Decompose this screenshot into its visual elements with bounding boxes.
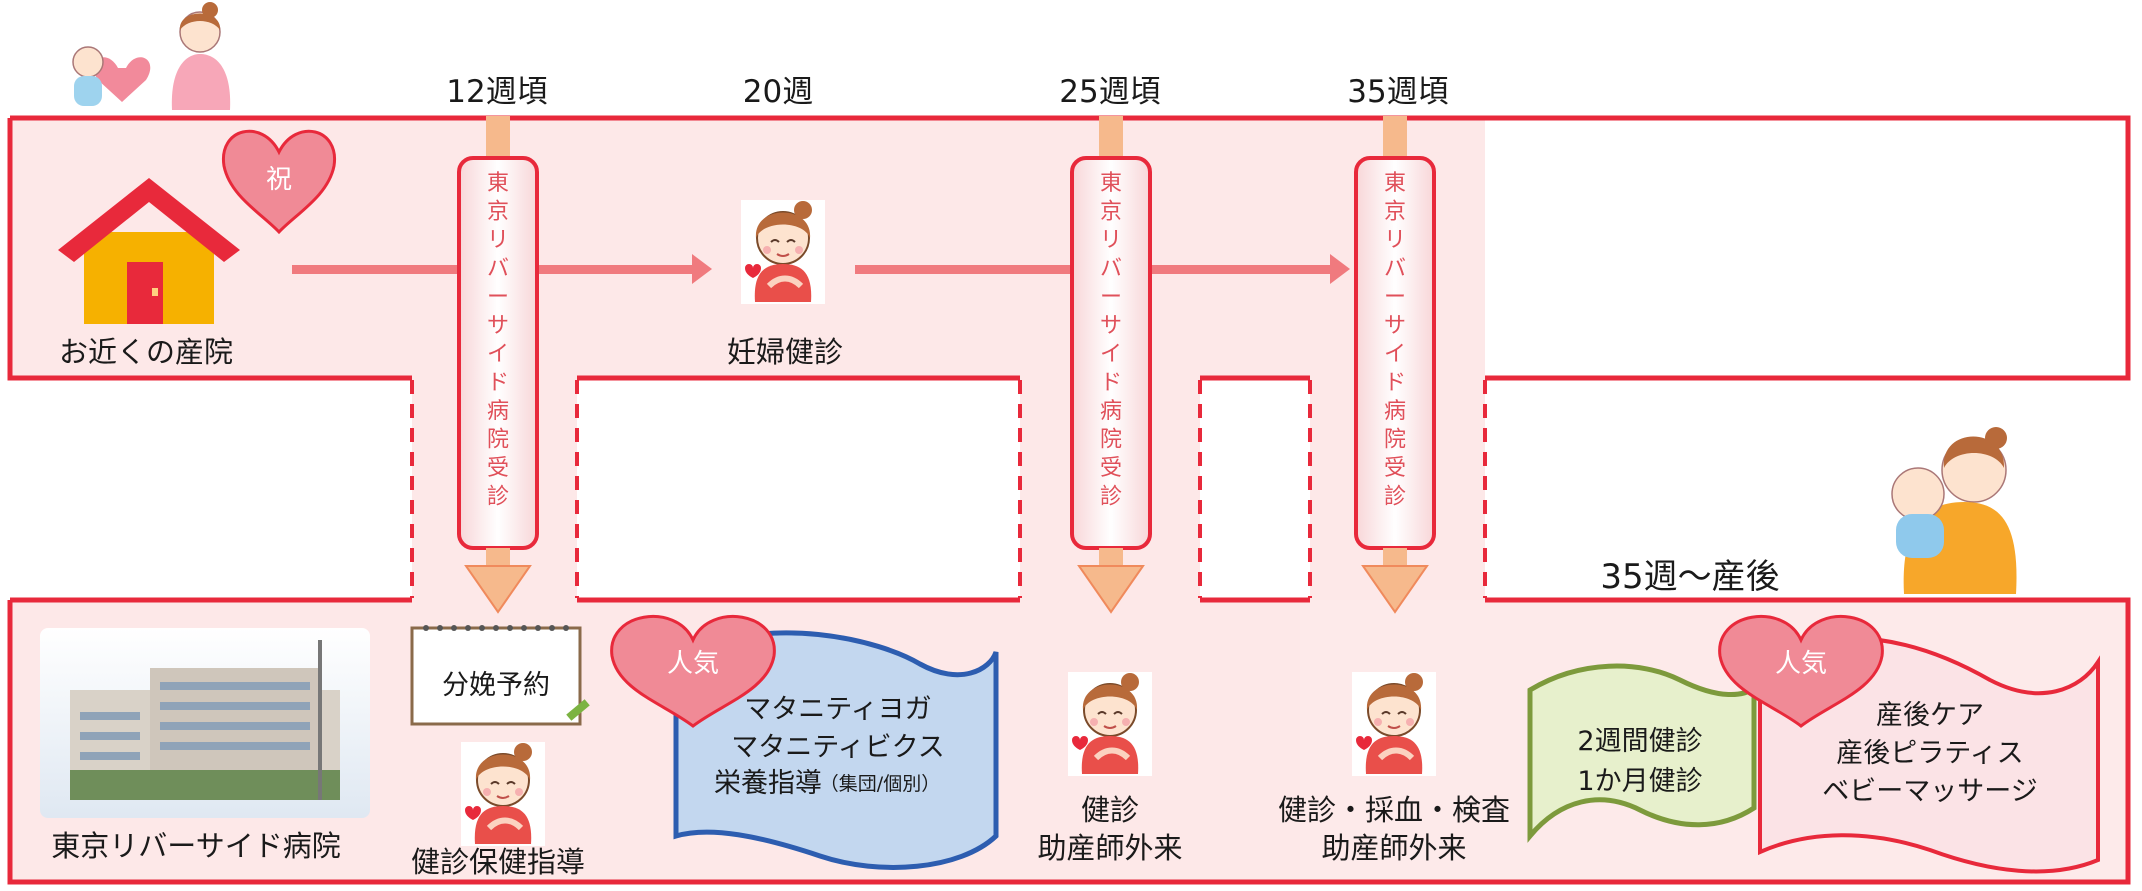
hospital-visit-arrow-12w: 東京リバーサイド病院受診 (457, 116, 539, 614)
week-20-label: 20週 (743, 74, 813, 110)
week-25-label: 25週頃 (1059, 74, 1160, 110)
class-line-3-note: （集団/個別） (820, 773, 940, 795)
class-line-2: マタニティビクス (731, 732, 945, 763)
postnatal-checkups-card: 2週間健診 1か月健診 (1527, 663, 1757, 843)
hospital-visit-arrow-25w: 東京リバーサイド病院受診 (1070, 116, 1152, 614)
popular-heart-badge-classes: 人気 (610, 615, 776, 728)
mother-holding-baby-illustration (1891, 427, 2017, 594)
hospital-visit-text-12w: 東京リバーサイド病院受診 (487, 171, 509, 510)
dashed-connectors (410, 380, 1487, 598)
popular-heart-badge-postcare: 人気 (1718, 615, 1884, 728)
clinic-label: お近くの産院 (59, 335, 233, 369)
postcare-line-3: ベビーマッサージ (1822, 776, 2037, 807)
checkup-woman-icon-35w (1352, 672, 1436, 776)
celebration-heart-badge: 祝 (221, 129, 337, 235)
house-icon (58, 178, 240, 324)
checkups-line-2: 1か月健診 (1577, 766, 1702, 797)
mother-baby-illustration (72, 2, 231, 110)
checkup-woman-icon-25w (1068, 672, 1152, 776)
postcare-line-1: 産後ケア (1876, 700, 1984, 731)
w35-caption-line-2: 助産師外来 (1321, 831, 1466, 865)
class-line-3: 栄養指導 (714, 768, 822, 799)
pregnancy-checkup-label: 妊婦健診 (727, 335, 843, 369)
postpartum-care-card: 産後ケア 産後ピラティス ベビーマッサージ (1758, 636, 2100, 874)
guidance-label: 健診保健指導 (411, 845, 585, 879)
hospital-visit-text-25w: 東京リバーサイド病院受診 (1100, 171, 1122, 510)
maternity-classes-card: マタニティヨガ マタニティビクス 栄養指導 （集団/個別） (673, 630, 999, 870)
hospital-visit-arrow-35w: 東京リバーサイド病院受診 (1354, 116, 1436, 614)
guidance-woman-icon (461, 742, 545, 846)
w35-caption-line-1: 健診・採血・検査 (1278, 793, 1510, 827)
postpartum-label: 35週～産後 (1600, 557, 1779, 597)
week-12-label: 12週頃 (446, 74, 547, 110)
bottom-row-border (7, 597, 2131, 885)
popular-badge-text-classes: 人気 (667, 649, 719, 679)
class-line-1: マタニティヨガ (744, 694, 931, 725)
w25-caption-line-2: 助産師外来 (1037, 831, 1182, 865)
postcare-line-2: 産後ピラティス (1836, 738, 2023, 769)
celebration-badge-text: 祝 (266, 165, 292, 195)
hospital-building-image (40, 628, 370, 818)
top-row-border (7, 115, 2131, 381)
hospital-visit-text-35w: 東京リバーサイド病院受診 (1384, 171, 1406, 510)
week-35-label: 35週頃 (1347, 74, 1448, 110)
reservation-text: 分娩予約 (442, 670, 550, 701)
pregnant-woman-icon (741, 200, 825, 304)
delivery-reservation-notepad: 分娩予約 (410, 625, 590, 726)
w25-caption-line-1: 健診 (1081, 793, 1139, 827)
popular-badge-text-postcare: 人気 (1775, 649, 1827, 679)
checkups-line-1: 2週間健診 (1577, 726, 1702, 757)
hospital-label: 東京リバーサイド病院 (51, 829, 340, 863)
